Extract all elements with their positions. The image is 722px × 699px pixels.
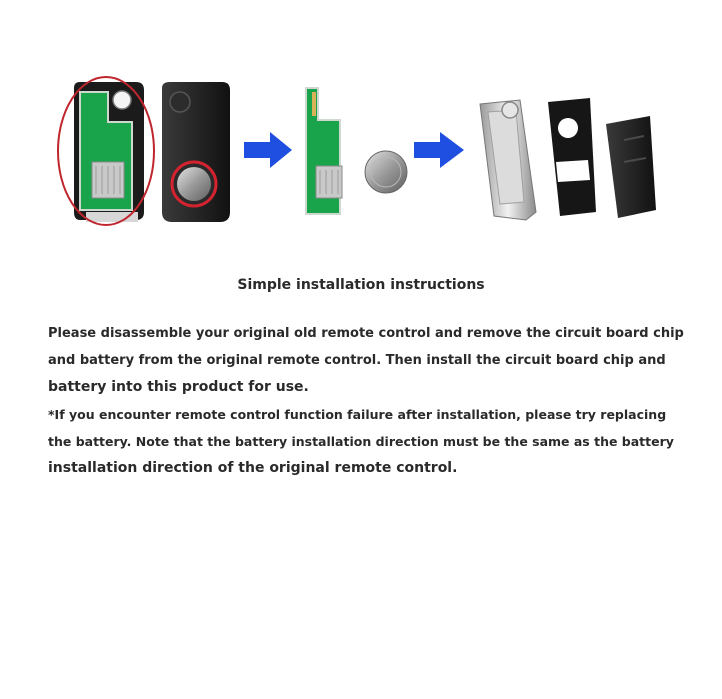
- key-fob-back-shell-icon: [162, 82, 230, 222]
- key-back-cover-icon: [548, 98, 596, 216]
- circuit-board-chip-icon: [305, 87, 343, 215]
- instruction-line: battery into this product for use.: [48, 379, 309, 395]
- flip-key-shell-icon: [479, 99, 537, 221]
- instruction-line: installation direction of the original r…: [48, 460, 458, 476]
- instruction-line: and battery from the original remote con…: [48, 353, 666, 368]
- key-button-pad-icon: [606, 116, 656, 218]
- installation-illustration: [57, 76, 656, 226]
- arrow-right-icon: [414, 132, 464, 168]
- coin-battery-icon: [364, 150, 408, 194]
- arrow-right-icon: [244, 132, 292, 168]
- instruction-line: *If you encounter remote control functio…: [48, 407, 667, 422]
- instructions-text: Please disassemble your original old rem…: [48, 320, 688, 482]
- instruction-line: Please disassemble your original old rem…: [48, 326, 684, 341]
- instruction-line: the battery. Note that the battery insta…: [48, 434, 674, 449]
- caption-title: Simple installation instructions: [237, 277, 485, 293]
- key-fob-circuit-board-icon: [57, 76, 155, 226]
